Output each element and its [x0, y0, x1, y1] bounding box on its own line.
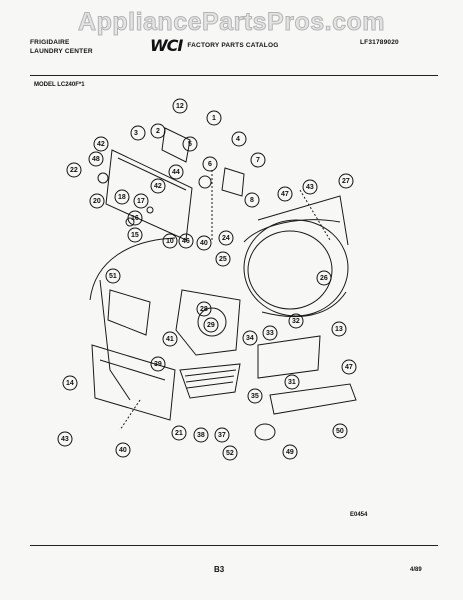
callout-38: 38 — [197, 432, 205, 439]
baseplate-drawing — [269, 383, 357, 415]
callout-4: 4 — [236, 136, 240, 143]
callout-5: 5 — [188, 141, 192, 148]
callout-28: 28 — [200, 306, 208, 313]
callout-13: 13 — [335, 326, 343, 333]
callout-29: 29 — [207, 322, 215, 329]
callout-20: 20 — [93, 198, 101, 205]
callout-32: 32 — [292, 318, 300, 325]
callout-47a: 47 — [281, 191, 289, 198]
callout-44: 44 — [172, 169, 180, 176]
callout-43b: 43 — [61, 436, 69, 443]
callout-8: 8 — [250, 197, 254, 204]
callout-7: 7 — [256, 157, 260, 164]
callout-41: 41 — [166, 336, 174, 343]
callout-42b: 42 — [154, 183, 162, 190]
callout-17: 17 — [137, 198, 145, 205]
timer-drawing — [161, 127, 191, 163]
callout-33: 33 — [266, 330, 274, 337]
cabinet-side-drawing — [99, 279, 131, 401]
callout-47b: 47 — [345, 364, 353, 371]
brand-block: FRIGIDAIRE LAUNDRY CENTER — [30, 38, 93, 56]
callout-10: 10 — [166, 238, 174, 245]
catalog-number: LF31789020 — [360, 39, 399, 46]
diagram-code: E0454 — [350, 512, 368, 518]
callout-24: 24 — [222, 235, 230, 242]
model-number: MODEL LC240F*1 — [34, 82, 85, 88]
blower-housing-drawing — [175, 289, 241, 356]
bottom-rule — [30, 545, 438, 546]
callout-3: 3 — [134, 130, 138, 137]
callout-39: 39 — [154, 361, 162, 368]
catalog-block: WCI FACTORY PARTS CATALOG — [150, 36, 278, 55]
callout-2: 2 — [156, 128, 160, 135]
callout-16: 16 — [131, 215, 139, 222]
callout-49: 49 — [286, 449, 294, 456]
page-number: B3 — [214, 565, 225, 574]
catalog-title: FACTORY PARTS CATALOG — [187, 42, 279, 49]
heater-drawing — [257, 335, 321, 379]
callout-35: 35 — [251, 393, 259, 400]
brand-line-2: LAUNDRY CENTER — [30, 48, 93, 55]
callout-37: 37 — [218, 432, 226, 439]
callout-51: 51 — [109, 273, 117, 280]
callout-1: 1 — [212, 115, 216, 122]
control-panel-drawing — [105, 149, 193, 241]
callout-40a: 40 — [200, 240, 208, 247]
revision-date: 4/89 — [410, 567, 422, 573]
callout-40b: 40 — [119, 447, 127, 454]
callout-52: 52 — [226, 450, 234, 457]
watermark: AppliancePartsPros.com — [78, 8, 385, 37]
callout-46: 46 — [182, 238, 190, 245]
callout-43a: 43 — [306, 184, 314, 191]
callout-34: 34 — [246, 335, 254, 342]
callout-14: 14 — [66, 380, 74, 387]
callout-27: 27 — [342, 178, 350, 185]
drum-front-drawing — [243, 219, 349, 317]
callout-6: 6 — [208, 161, 212, 168]
callout-26: 26 — [320, 275, 328, 282]
base-panel-drawing — [91, 344, 176, 421]
callout-42a: 42 — [97, 141, 105, 148]
callout-15: 15 — [131, 232, 139, 239]
callout-12: 12 — [176, 103, 184, 110]
callout-50: 50 — [336, 428, 344, 435]
callout-18: 18 — [118, 194, 126, 201]
lint-screen-drawing — [179, 363, 241, 399]
brand-line-1: FRIGIDAIRE — [30, 39, 70, 46]
motor-pulley-drawing — [254, 423, 276, 441]
callout-21: 21 — [175, 430, 183, 437]
callout-31: 31 — [288, 379, 296, 386]
wci-logo: WCI — [150, 36, 183, 55]
callout-22: 22 — [70, 167, 78, 174]
callout-25: 25 — [219, 256, 227, 263]
terminal-block-drawing — [221, 167, 245, 197]
top-rule — [30, 75, 438, 76]
callout-48: 48 — [92, 156, 100, 163]
